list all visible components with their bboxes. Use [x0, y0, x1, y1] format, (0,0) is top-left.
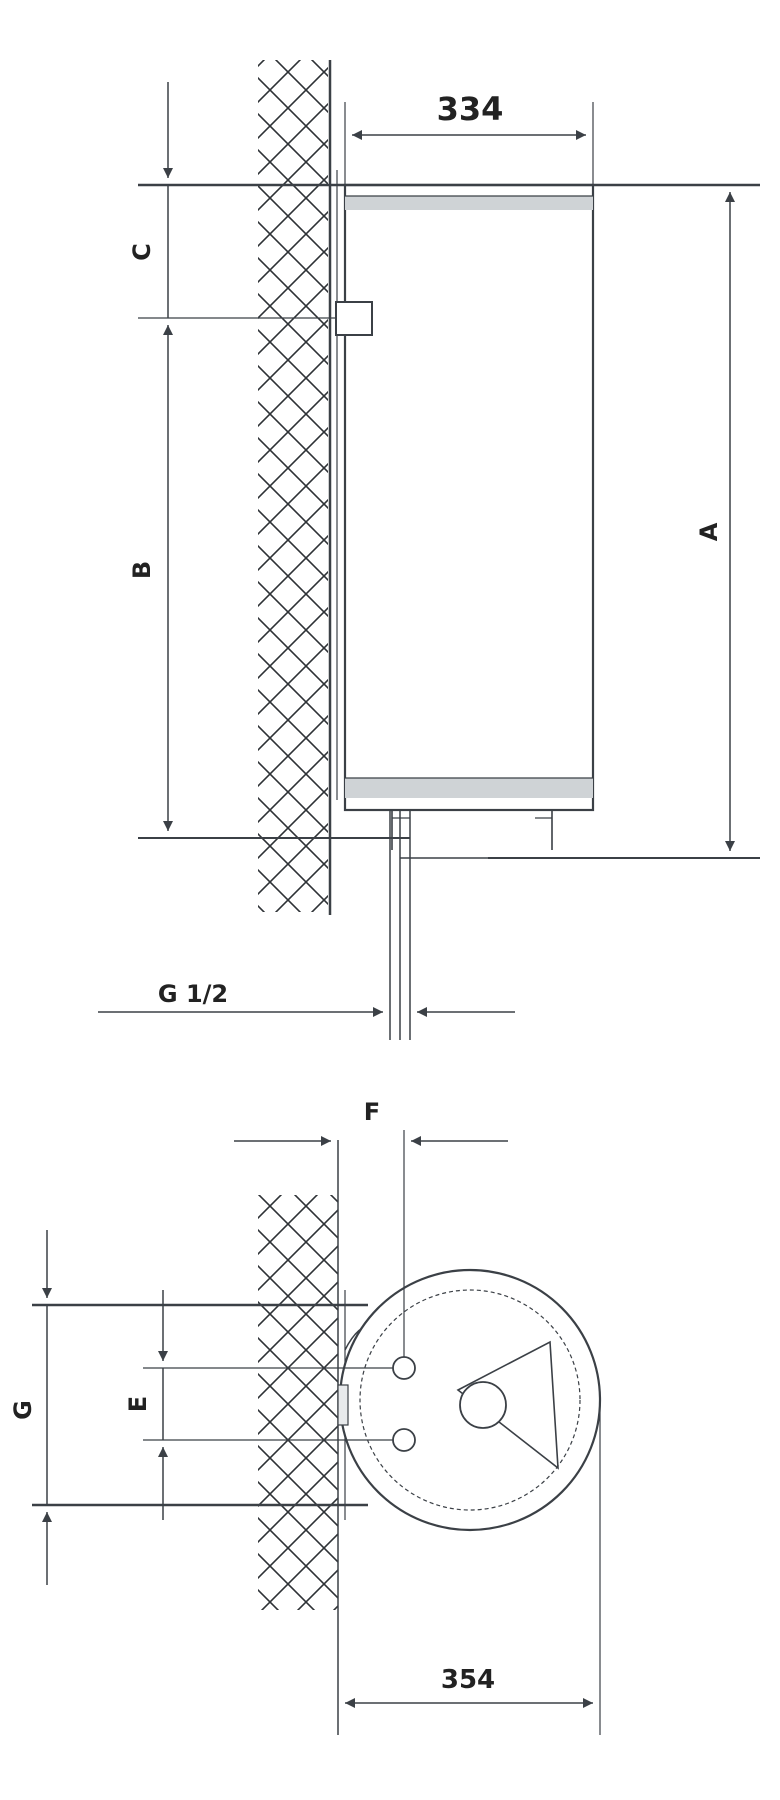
dim-g12-label: G 1/2 [158, 980, 228, 1008]
dim-c-label: C [128, 243, 156, 261]
dim-e-label: E [124, 1396, 152, 1412]
top-plan-view: F G E 354 [9, 1098, 602, 1735]
tank-top-band [345, 196, 593, 210]
dim-354-label: 354 [441, 1665, 495, 1695]
wall-hatch-top [258, 60, 328, 912]
outlet-pipe [389, 810, 490, 1040]
plan-bracket-plate [337, 1384, 349, 1426]
heating-element [456, 1340, 559, 1470]
dim-g-label: G [9, 1400, 37, 1420]
tank-bottom-band [345, 778, 593, 798]
tank-plan-circle [338, 1268, 602, 1532]
inlet-pipe-lower [392, 1428, 416, 1452]
dim-f-label: F [364, 1098, 380, 1126]
inlet-pipe-upper [392, 1356, 416, 1380]
dim-334-label: 334 [437, 90, 504, 128]
wall-hatch-bottom [258, 1195, 338, 1610]
side-elevation-view: 334 A C B G 1/2 [98, 60, 760, 1040]
dim-b-label: B [128, 561, 156, 579]
tank-body [343, 183, 595, 850]
flange-circle [459, 1381, 507, 1429]
mounting-bracket [335, 301, 373, 336]
dim-a-label: A [695, 522, 723, 541]
